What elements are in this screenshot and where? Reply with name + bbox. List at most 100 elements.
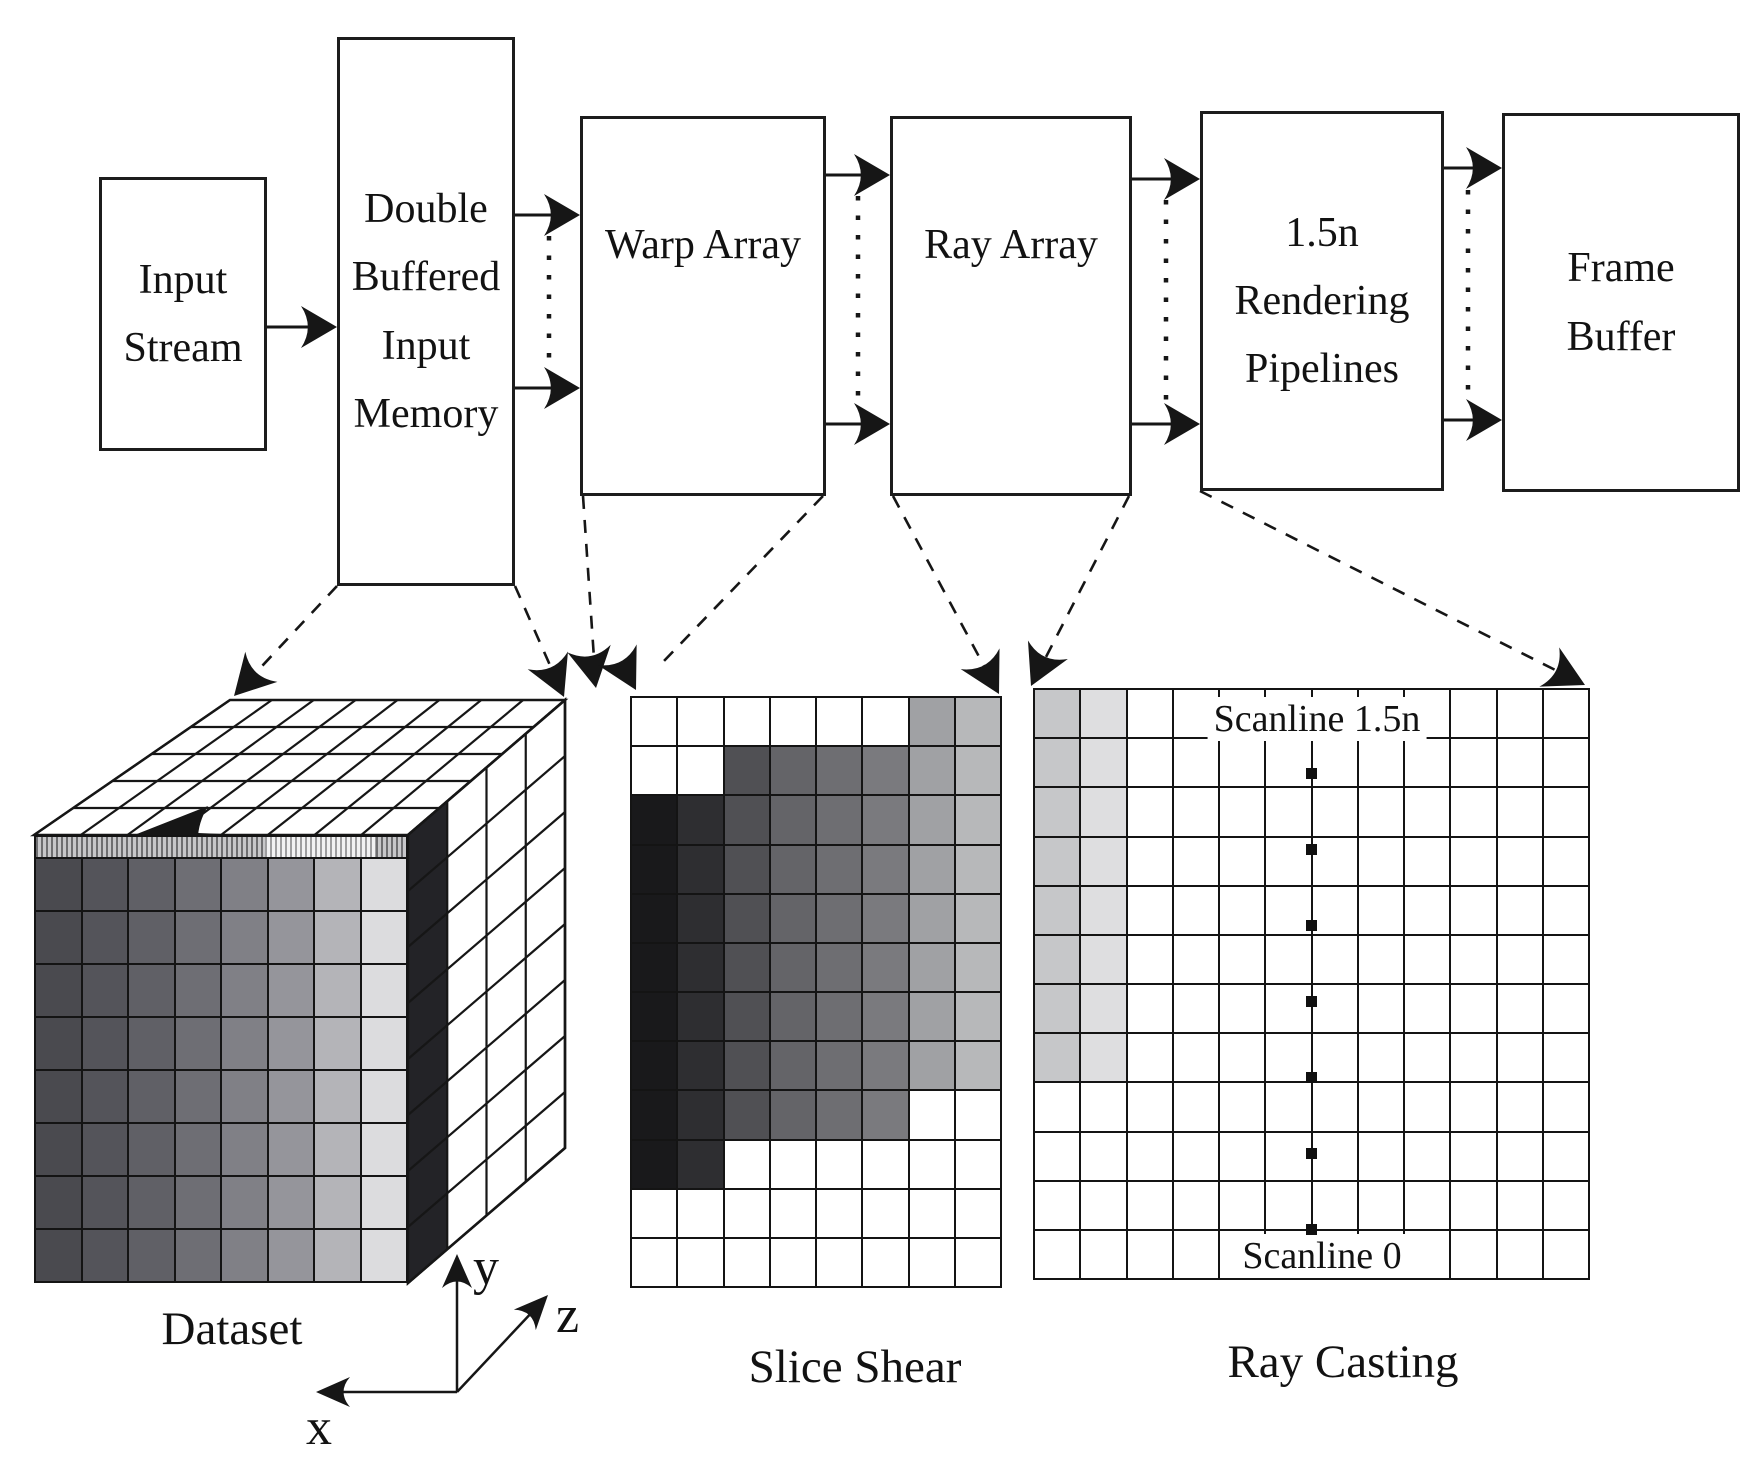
slice-shear-cell — [909, 796, 954, 844]
dataset-cube — [34, 835, 408, 1283]
slice-shear-cell — [678, 993, 723, 1041]
dataset-front-cell — [129, 965, 174, 1016]
ray-casting-cell — [1173, 739, 1218, 787]
ray-casting-cell — [1035, 935, 1080, 983]
slice-shear-cell — [817, 1091, 862, 1139]
expansion-dashed-line — [581, 495, 596, 659]
slice-shear-cell — [863, 894, 908, 942]
slice-shear-cell — [817, 747, 862, 795]
dataset-front-cell — [361, 859, 406, 910]
ray-casting-cell — [1358, 935, 1403, 983]
ray-casting-cell — [1312, 886, 1357, 934]
dataset-top-face-line — [33, 699, 231, 836]
dataset-front-cell — [361, 965, 406, 1016]
dataset-front-cell — [175, 912, 220, 963]
dataset-front-cell — [82, 1071, 127, 1122]
slice-shear-cell — [863, 747, 908, 795]
dataset-front-cell — [315, 1124, 360, 1175]
slice-shear-cell — [863, 1238, 908, 1286]
ray-casting-cell — [1035, 788, 1080, 836]
slice-shear-cell — [909, 1238, 954, 1286]
ray-casting-cell — [1543, 739, 1588, 787]
slice-shear-cell — [632, 894, 677, 942]
slice-shear-cell — [909, 1042, 954, 1090]
dataset-front-cell — [82, 965, 127, 1016]
box-ray-array-label: Ray Array — [924, 222, 1098, 268]
slice-shear-cell — [817, 698, 862, 746]
scanline-top-label: Scanline 1.5n — [1207, 697, 1427, 741]
ray-casting-cell — [1451, 886, 1496, 934]
slice-shear-grid — [630, 696, 1002, 1288]
scanline-bottom-label: Scanline 0 — [1236, 1234, 1408, 1278]
slice-shear-cell — [863, 1189, 908, 1237]
slice-shear-cell — [678, 1189, 723, 1237]
ray-casting-cell — [1312, 837, 1357, 885]
ray-casting-cell — [1127, 690, 1172, 738]
slice-shear-cell — [817, 845, 862, 893]
ray-casting-cell — [1220, 837, 1265, 885]
dataset-front-cell — [315, 965, 360, 1016]
slice-shear-cell — [724, 1189, 769, 1237]
axis-z-label: z — [556, 1287, 580, 1344]
pipeline-arrowhead-icon — [1164, 403, 1200, 445]
ray-casting-cell — [1543, 985, 1588, 1033]
slice-shear-cell — [955, 993, 1000, 1041]
dataset-front-cell — [268, 1124, 313, 1175]
dataset-front-cell — [82, 1124, 127, 1175]
ray-casting-cell — [1127, 886, 1172, 934]
ray-casting-cell — [1405, 985, 1450, 1033]
slice-shear-cell — [770, 1042, 815, 1090]
slice-shear-cell — [724, 1091, 769, 1139]
expansion-dashed-line — [891, 495, 986, 669]
ray-casting-cell — [1405, 1230, 1450, 1278]
ray-casting-cell — [1405, 837, 1450, 885]
slice-shear-cell — [678, 845, 723, 893]
dataset-front-cell — [315, 1177, 360, 1228]
slice-shear-cell — [678, 747, 723, 795]
dataset-front-cell — [222, 1018, 267, 1069]
ray-casting-cell — [1497, 788, 1542, 836]
ray-casting-grid — [1033, 688, 1590, 1280]
slice-shear-cell — [724, 1042, 769, 1090]
slice-shear-cell — [817, 1189, 862, 1237]
dataset-front-cell — [36, 1124, 81, 1175]
expansion-dashed-line — [513, 585, 554, 671]
ray-casting-cell — [1312, 1132, 1357, 1180]
box-double-buffered-input-memory-label: Double Buffered Input Memory — [351, 186, 501, 437]
dataset-front-cell — [268, 859, 313, 910]
ray-casting-cell — [1358, 1132, 1403, 1180]
axis-x-label: x — [306, 1399, 332, 1456]
ray-casting-cell — [1035, 1034, 1080, 1082]
dataset-front-cell — [361, 1071, 406, 1122]
ray-casting-cell — [1127, 1132, 1172, 1180]
slice-shear-cell — [955, 845, 1000, 893]
ray-casting-cell — [1405, 886, 1450, 934]
slice-shear-cell — [724, 1140, 769, 1188]
ray-casting-cell — [1451, 1132, 1496, 1180]
ray-casting-cell — [1451, 935, 1496, 983]
dataset-right-face-line — [407, 867, 566, 1004]
slice-shear-cell — [724, 943, 769, 991]
ray-casting-cell — [1081, 739, 1126, 787]
dataset-front-cell — [222, 1177, 267, 1228]
slice-shear-cell — [863, 1140, 908, 1188]
ray-casting-cell — [1266, 837, 1311, 885]
dataset-front-cell — [268, 1018, 313, 1069]
axis-x-arrowhead-icon — [316, 1377, 350, 1407]
dataset-front-cell — [315, 1230, 360, 1281]
pipeline-arrowhead-icon — [301, 306, 337, 348]
slice-shear-cell — [632, 1189, 677, 1237]
slice-shear-cell — [909, 1091, 954, 1139]
slice-shear-cell — [632, 943, 677, 991]
ray-casting-cell — [1035, 837, 1080, 885]
dataset-front-cell — [361, 1230, 406, 1281]
slice-shear-cell — [909, 993, 954, 1041]
ray-casting-cell — [1220, 1132, 1265, 1180]
slice-shear-cell — [955, 698, 1000, 746]
slice-shear-cell — [724, 1238, 769, 1286]
slice-shear-cell — [863, 943, 908, 991]
ray-casting-cell — [1266, 788, 1311, 836]
dataset-front-cell — [315, 1018, 360, 1069]
ray-casting-cell — [1405, 1083, 1450, 1131]
dataset-top-face-line — [313, 699, 482, 836]
